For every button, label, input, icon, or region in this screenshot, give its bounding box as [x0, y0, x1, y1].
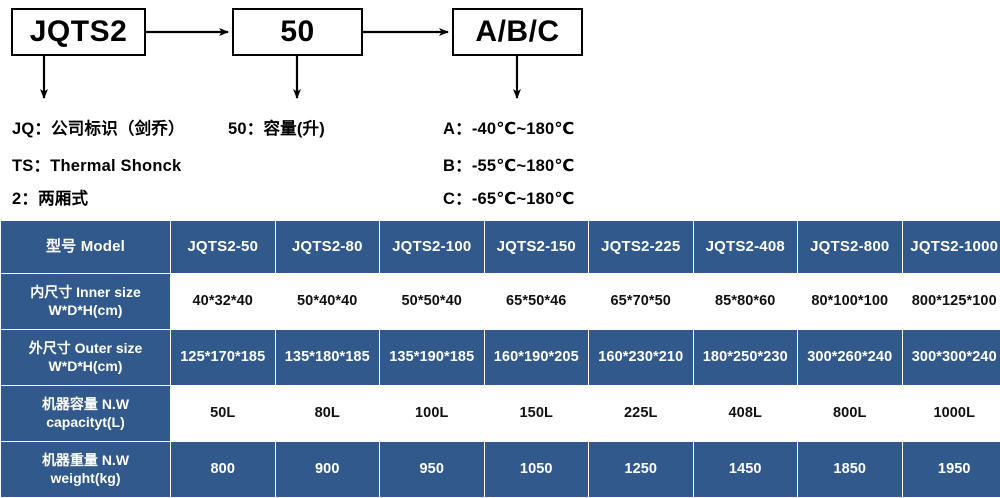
cell-machine-capacity-8: 1000L: [903, 386, 1000, 441]
header-cell-model-8: JQTS2-1000: [903, 221, 1000, 273]
cell-outer-size-8: 300*300*240: [903, 330, 1000, 385]
cell-outer-size-6: 180*250*230: [694, 330, 798, 385]
row-label-line2: W*D*H(cm): [1, 358, 170, 376]
cell-machine-weight-6: 1450: [694, 442, 798, 497]
header-cell-model-2: JQTS2-80: [276, 221, 380, 273]
row-label-line1: 外尺寸 Outer size: [1, 340, 170, 358]
header-cell-model-3: JQTS2-100: [380, 221, 484, 273]
cell-inner-size-8: 800*125*100: [903, 274, 1000, 329]
cell-machine-capacity-4: 150L: [485, 386, 589, 441]
cell-inner-size-4: 65*50*46: [485, 274, 589, 329]
diagram-box-model: JQTS2: [11, 8, 146, 56]
header-cell-model-4: JQTS2-150: [485, 221, 589, 273]
cell-machine-capacity-7: 800L: [798, 386, 902, 441]
legend-range-c: C：-65℃~180℃: [443, 185, 575, 209]
diagram-box-model-label: JQTS2: [30, 15, 128, 49]
cell-inner-size-2: 50*40*40: [276, 274, 380, 329]
diagram-box-temperature-label: A/B/C: [475, 15, 559, 49]
row-label-line1: 机器容量 N.W: [1, 396, 170, 414]
header-cell-model-1: JQTS2-50: [171, 221, 275, 273]
header-cell-model-label: 型号 Model: [1, 221, 170, 273]
cell-machine-capacity-5: 225L: [589, 386, 693, 441]
legend-ts: TS：Thermal Shonck: [12, 152, 181, 176]
legend-jq: JQ：公司标识（剑乔）: [12, 115, 185, 139]
cell-inner-size-6: 85*80*60: [694, 274, 798, 329]
cell-machine-weight-5: 1250: [589, 442, 693, 497]
legend-capacity: 50：容量(升): [228, 115, 325, 139]
cell-machine-weight-7: 1850: [798, 442, 902, 497]
cell-inner-size-1: 40*32*40: [171, 274, 275, 329]
cell-outer-size-3: 135*190*185: [380, 330, 484, 385]
cell-machine-capacity-2: 80L: [276, 386, 380, 441]
cell-inner-size-3: 50*50*40: [380, 274, 484, 329]
header-cell-model-5: JQTS2-225: [589, 221, 693, 273]
row-label-line2: W*D*H(cm): [1, 302, 170, 320]
cell-outer-size-2: 135*180*185: [276, 330, 380, 385]
cell-outer-size-4: 160*190*205: [485, 330, 589, 385]
cell-outer-size-1: 125*170*185: [171, 330, 275, 385]
row-label-line2: weight(kg): [1, 470, 170, 488]
legend-range-a: A：-40℃~180℃: [443, 115, 575, 139]
cell-outer-size-5: 160*230*210: [589, 330, 693, 385]
cell-machine-weight-4: 1050: [485, 442, 589, 497]
cell-outer-size-7: 300*260*240: [798, 330, 902, 385]
diagram-box-capacity-label: 50: [280, 15, 314, 49]
header-cell-model-6: JQTS2-408: [694, 221, 798, 273]
cell-machine-capacity-1: 50L: [171, 386, 275, 441]
cell-machine-weight-2: 900: [276, 442, 380, 497]
cell-machine-weight-3: 950: [380, 442, 484, 497]
cell-machine-weight-8: 1950: [903, 442, 1000, 497]
cell-machine-capacity-6: 408L: [694, 386, 798, 441]
legend-two-chamber: 2：两厢式: [12, 185, 88, 209]
naming-rule-diagram: JQTS2 50 A/B/C JQ：公司标识（剑乔） TS：Thermal Sh…: [0, 0, 1000, 215]
cell-machine-weight-1: 800: [171, 442, 275, 497]
diagram-box-temperature: A/B/C: [452, 8, 583, 56]
cell-machine-capacity-3: 100L: [380, 386, 484, 441]
row-label-line2: capacityt(L): [1, 414, 170, 432]
row-label-line1: 机器重量 N.W: [1, 452, 170, 470]
diagram-box-capacity: 50: [232, 8, 363, 56]
cell-inner-size-7: 80*100*100: [798, 274, 902, 329]
row-label-line1: 内尺寸 Inner size: [1, 284, 170, 302]
legend-range-b: B：-55℃~180℃: [443, 152, 575, 176]
cell-inner-size-5: 65*70*50: [589, 274, 693, 329]
header-cell-model-7: JQTS2-800: [798, 221, 902, 273]
